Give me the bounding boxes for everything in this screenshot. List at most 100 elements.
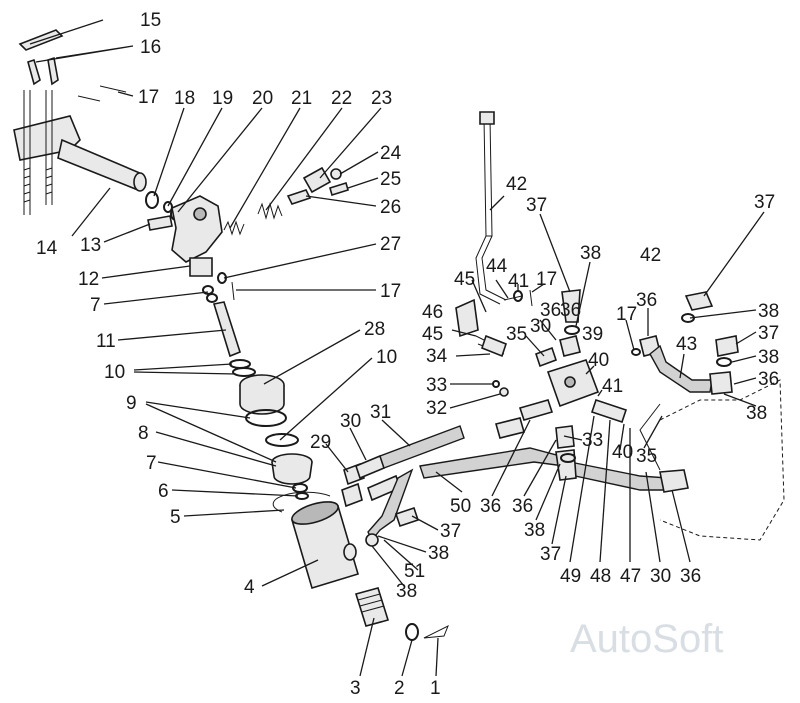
leader-33-right xyxy=(563,435,583,441)
callout-41-top: 41 xyxy=(508,271,529,292)
leader-3 xyxy=(359,617,375,677)
part-10-oring xyxy=(229,359,251,369)
leader-27 xyxy=(223,243,377,279)
callout-21: 21 xyxy=(291,88,312,109)
callout-15: 15 xyxy=(140,10,161,31)
callout-38-c: 38 xyxy=(524,520,545,541)
part-36-fitting-2 xyxy=(709,371,733,395)
leader-30-left xyxy=(349,427,367,461)
leader-26 xyxy=(305,195,377,207)
leader-1 xyxy=(435,637,439,677)
part-18-ring xyxy=(145,191,159,209)
leader-31 xyxy=(381,419,411,447)
leader-32 xyxy=(449,393,501,409)
leader-44 xyxy=(495,279,509,299)
callout-24: 24 xyxy=(380,143,402,164)
fitting-threads xyxy=(357,593,385,613)
fitting-left xyxy=(518,399,554,421)
leader-2 xyxy=(401,639,413,677)
valve-block-port xyxy=(564,376,576,388)
parts-drawing xyxy=(13,29,785,641)
callout-18: 18 xyxy=(174,88,195,109)
callout-38-top: 38 xyxy=(580,243,601,264)
leader-41-mid xyxy=(597,389,603,397)
callout-35-right: 35 xyxy=(636,446,657,467)
leader-38-right2 xyxy=(731,355,757,363)
leader-11 xyxy=(117,329,227,341)
leader-36-right2 xyxy=(733,377,757,385)
leader-25 xyxy=(347,177,379,189)
lever-hole xyxy=(193,207,207,221)
callout-22: 22 xyxy=(331,88,352,109)
part-30-union xyxy=(355,454,385,480)
callout-25: 25 xyxy=(380,169,401,190)
callout-10-right: 10 xyxy=(376,347,397,368)
part-17-pin-5 xyxy=(631,348,641,356)
part-8-cup xyxy=(271,461,313,485)
callout-36-valve: 36 xyxy=(560,300,581,321)
callout-36-b: 36 xyxy=(512,496,533,517)
leader-37-farright xyxy=(703,211,765,297)
callout-30-left: 30 xyxy=(340,411,361,432)
callout-29: 29 xyxy=(310,432,331,453)
callout-37-farright: 37 xyxy=(754,192,775,213)
leader-20 xyxy=(177,107,263,213)
leader-51 xyxy=(383,539,419,571)
leader-38-c xyxy=(535,463,561,521)
callout-31: 31 xyxy=(370,402,391,423)
callout-6: 6 xyxy=(158,481,169,502)
leader-12 xyxy=(101,265,191,279)
callout-40-mid: 40 xyxy=(588,350,609,371)
callout-32: 32 xyxy=(426,398,447,419)
callout-49: 49 xyxy=(560,566,581,587)
part-1-cotter-pin xyxy=(423,624,449,639)
callout-35-left: 35 xyxy=(506,324,527,345)
part-44-pin xyxy=(503,295,523,301)
callout-43: 43 xyxy=(676,334,697,355)
callout-30-mid: 30 xyxy=(530,316,551,337)
callout-9: 9 xyxy=(126,393,137,414)
part-2-washer xyxy=(405,623,419,641)
part-38-washer-3 xyxy=(716,357,732,367)
callout-37-top: 37 xyxy=(526,195,547,216)
part-16-clip-2 xyxy=(47,56,59,86)
leader-30-mid xyxy=(539,319,557,341)
callout-30-right: 30 xyxy=(650,566,671,587)
leader-48 xyxy=(599,419,611,563)
leader-38-low2 xyxy=(371,545,405,587)
callout-7: 7 xyxy=(146,453,157,474)
leader-10-right xyxy=(279,357,373,441)
callout-44: 44 xyxy=(486,256,508,277)
callout-37-low: 37 xyxy=(440,521,461,542)
callout-40-low: 40 xyxy=(612,442,633,463)
callout-28: 28 xyxy=(364,319,385,340)
leader-36-right xyxy=(671,489,691,563)
callout-36-right: 36 xyxy=(680,566,701,587)
leader-15 xyxy=(29,19,104,45)
leader-42 xyxy=(489,195,505,211)
leader-22 xyxy=(265,107,343,211)
leader-45-mid xyxy=(451,329,477,337)
part-31-hose xyxy=(379,425,465,469)
part-19-washer xyxy=(163,201,173,213)
rod-threads xyxy=(23,167,53,203)
part-28-piston xyxy=(239,385,285,415)
part-12-yoke xyxy=(189,257,213,277)
part-25-bolt xyxy=(329,181,349,197)
elbow-fitting xyxy=(659,469,689,493)
callout-27: 27 xyxy=(380,234,401,255)
leader-29 xyxy=(325,443,349,473)
callout-45-top: 45 xyxy=(454,269,475,290)
lever-bend-b xyxy=(481,235,507,301)
leader-23 xyxy=(319,107,382,179)
part-10-ring xyxy=(265,433,299,447)
callout-41-mid: 41 xyxy=(602,376,623,397)
callout-50: 50 xyxy=(450,496,471,517)
leader-13 xyxy=(103,223,151,243)
leader-30-right xyxy=(645,471,661,563)
part-10-oring-2 xyxy=(232,367,256,377)
lever-bend xyxy=(475,235,501,305)
leader-38-low xyxy=(377,535,427,553)
callout-3: 3 xyxy=(350,678,361,699)
